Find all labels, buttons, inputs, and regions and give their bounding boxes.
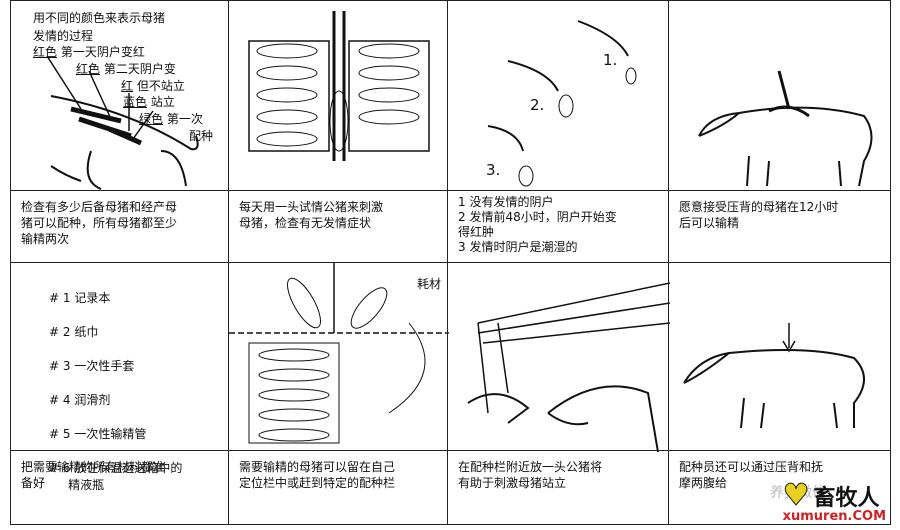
material-item: # 3 一次性手套 <box>49 359 135 373</box>
material-item: # 2 纸巾 <box>49 325 99 339</box>
mark-color: 红色 <box>76 62 101 76</box>
mark-desc: 第二天阴户变 <box>103 62 176 76</box>
stalls-with-boar-sketch <box>248 11 430 161</box>
caption: 检查有多少后备母猪和经产母 猪可以配种，所有母猪都至少 输精两次 <box>10 190 229 263</box>
panel-heat-color-marks: 用不同的颜色来表示母猪 发情的过程 红色 第一天阴户变红 红色 第二天阴户变 红… <box>10 0 229 191</box>
material-item: # 5 一次性输精管 <box>49 427 147 441</box>
panel-back-pressure <box>668 0 891 191</box>
caption: 需要输精的母猪可以留在自己 定位栏中或赶到特定的配种栏 <box>228 450 448 525</box>
caption: 在配种栏附近放一头公猪将 有助于刺激母猪站立 <box>447 450 669 525</box>
stage-label: 1. <box>603 51 618 69</box>
mark-desc: 站立 <box>150 95 175 109</box>
title-line1: 用不同的颜色来表示母猪 <box>33 11 166 25</box>
mark-color: 红 <box>121 79 134 93</box>
mark-desc: 第一天阴户变红 <box>60 45 145 59</box>
caption: 愿意接受压背的母猪在12小时 后可以输精 <box>668 190 891 263</box>
pen-layout-sketch <box>229 263 449 444</box>
mark-desc: 但不站立 <box>136 79 185 93</box>
stage-label: 2. <box>530 96 545 114</box>
caption: 配种员还可以通过压背和抚 摩两腹给 <box>668 450 891 525</box>
stage-label: 3. <box>486 161 501 179</box>
material-item: # 1 记录本 <box>49 291 111 305</box>
panel-stall-or-pen: 耗材 <box>228 262 449 451</box>
pig-flank-sketch <box>683 323 865 429</box>
mark-color: 蓝色 <box>123 95 148 109</box>
caption: 每天用一头试情公猪来刺激 母猪，检查有无发情症状 <box>228 190 448 263</box>
caption: 1 没有发情的阴户 2 发情前48小时，阴户开始变 得红肿 3 发情时阴户是潮湿… <box>447 190 669 263</box>
consumables-label: 耗材 <box>417 277 442 291</box>
panel-vulva-stages: 1. 2. 3. <box>447 0 669 191</box>
watermark-logo: ♥ 畜牧人 xumuren.COM <box>782 478 886 525</box>
pig-back-pressure-sketch <box>698 70 873 187</box>
title-line2: 发情的过程 <box>33 29 94 43</box>
mark-color: 绿色 <box>139 112 164 126</box>
panel-flank-massage <box>668 262 891 451</box>
mark-color: 红色 <box>33 45 58 59</box>
watermark-overlay: 养猪微信 <box>770 485 826 501</box>
panel-boar-detection <box>228 0 448 191</box>
panel-boar-near-pen <box>447 262 670 452</box>
watermark-site: xumuren.COM <box>782 509 886 524</box>
caption: 把需要输精的所有材料都准 备好 <box>10 450 229 525</box>
panel-materials-list: # 1 记录本 # 2 纸巾 # 3 一次性手套 # 4 润滑剂 # 5 一次性… <box>10 262 229 492</box>
mark-desc: 第一次 <box>166 112 203 126</box>
mark-desc: 配种 <box>189 129 214 143</box>
watermark-brand: 畜牧人 <box>813 485 880 511</box>
material-item: # 4 润滑剂 <box>49 393 111 407</box>
boar-and-sow-sketch <box>467 282 670 452</box>
vulva-stages-sketch <box>487 20 637 187</box>
heart-logo-icon: ♥ <box>782 478 810 514</box>
material-item: # 6 放在保温运送箱中的 精液瓶 <box>49 461 183 492</box>
sow-rump-sketch <box>46 55 199 190</box>
